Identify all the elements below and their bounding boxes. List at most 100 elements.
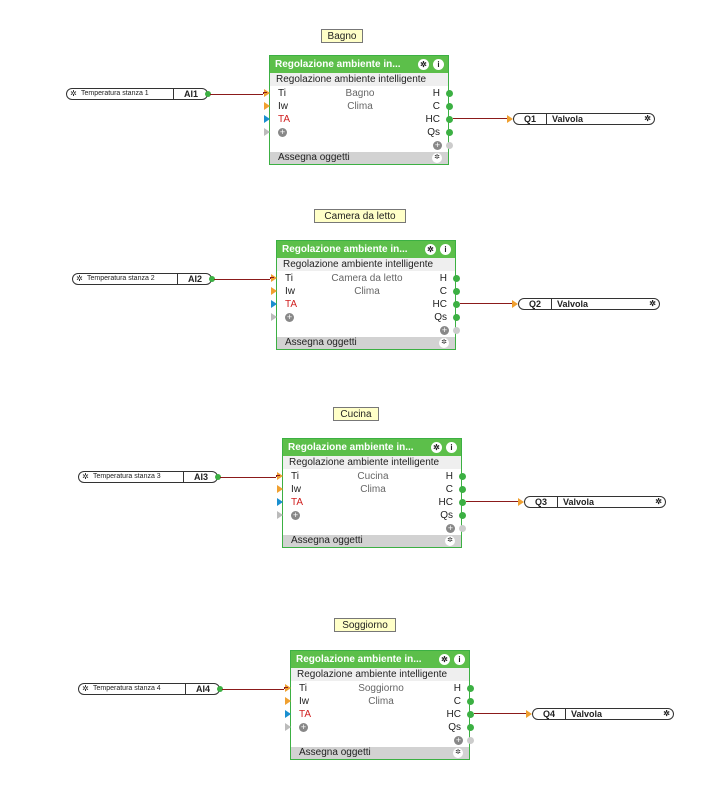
gear-icon[interactable]: ✲	[82, 684, 89, 693]
input-pin[interactable]	[271, 274, 277, 282]
block-title[interactable]: Regolazione ambiente in...✲i	[291, 651, 469, 668]
output-pin[interactable]	[467, 711, 474, 718]
gear-icon[interactable]: ✲	[644, 114, 651, 123]
input-pin[interactable]	[277, 472, 283, 480]
output-pin[interactable]	[467, 737, 474, 744]
input-pin[interactable]	[271, 287, 277, 295]
plus-icon[interactable]: +	[454, 735, 463, 745]
output-pin[interactable]	[459, 512, 466, 519]
room-label[interactable]: Camera da letto	[314, 209, 406, 223]
output-pin[interactable]	[453, 275, 460, 282]
output-pin[interactable]	[215, 474, 221, 480]
plus-icon[interactable]: +	[278, 127, 287, 137]
plus-icon[interactable]: +	[446, 523, 455, 533]
input-pin[interactable]	[518, 498, 524, 506]
plus-icon[interactable]: +	[291, 510, 300, 520]
block-title[interactable]: Regolazione ambiente in...✲i	[277, 241, 455, 258]
output-pin[interactable]	[205, 91, 211, 97]
output-pin[interactable]	[453, 327, 460, 334]
input-pin[interactable]	[264, 115, 270, 123]
input-pin[interactable]	[264, 128, 270, 136]
info-icon[interactable]: i	[440, 244, 451, 255]
input-pin[interactable]	[277, 485, 283, 493]
room-label[interactable]: Cucina	[333, 407, 379, 421]
info-icon[interactable]: i	[446, 442, 457, 453]
plus-icon[interactable]: +	[285, 312, 294, 322]
input-pin[interactable]	[507, 115, 513, 123]
input-pin[interactable]	[271, 300, 277, 308]
block-title[interactable]: Regolazione ambiente in...✲i	[270, 56, 448, 73]
room-name: Bagno	[345, 88, 375, 99]
gear-icon[interactable]: ✲	[82, 472, 89, 481]
assign-objects-bar[interactable]: Assegna oggetti✲	[291, 747, 469, 759]
gear-icon[interactable]: ✲	[655, 497, 662, 506]
output-pin[interactable]	[453, 288, 460, 295]
plus-icon[interactable]: +	[433, 140, 442, 150]
plus-icon[interactable]: +	[299, 722, 308, 732]
room-label[interactable]: Bagno	[321, 29, 363, 43]
input-pin[interactable]	[512, 300, 518, 308]
output-pin[interactable]	[446, 103, 453, 110]
gear-icon[interactable]: ✲	[418, 59, 429, 70]
gear-icon[interactable]: ✲	[445, 536, 455, 546]
output-pin[interactable]	[459, 473, 466, 480]
input-pin[interactable]	[285, 697, 291, 705]
input-pin[interactable]	[271, 313, 277, 321]
gear-icon[interactable]: ✲	[425, 244, 436, 255]
gear-icon[interactable]: ✲	[663, 709, 670, 718]
output-pin[interactable]	[446, 129, 453, 136]
input-pin[interactable]	[285, 684, 291, 692]
info-icon[interactable]: i	[433, 59, 444, 70]
gear-icon[interactable]: ✲	[431, 442, 442, 453]
gear-icon[interactable]: ✲	[439, 338, 449, 348]
gear-icon[interactable]: ✲	[439, 654, 450, 665]
input-pin[interactable]	[526, 710, 532, 718]
assign-objects-bar[interactable]: Assegna oggetti✲	[283, 535, 461, 547]
output-pin[interactable]	[453, 301, 460, 308]
assign-objects-bar[interactable]: Assegna oggetti✲	[270, 152, 448, 164]
input-pin[interactable]	[277, 511, 283, 519]
output-pin[interactable]	[446, 116, 453, 123]
input-pin[interactable]	[285, 710, 291, 718]
info-icon[interactable]: i	[454, 654, 465, 665]
gear-icon[interactable]: ✲	[432, 153, 442, 163]
output-pin[interactable]	[467, 698, 474, 705]
input-pin[interactable]	[277, 498, 283, 506]
sensor-name: Temperatura stanza 3	[93, 473, 161, 480]
output-pin[interactable]	[209, 276, 215, 282]
output-pin[interactable]	[217, 686, 223, 692]
input-pin[interactable]	[264, 89, 270, 97]
output-pin[interactable]	[446, 142, 453, 149]
output-pin[interactable]	[459, 486, 466, 493]
input-pin[interactable]	[264, 102, 270, 110]
output-pin[interactable]	[467, 724, 474, 731]
gear-icon[interactable]: ✲	[453, 748, 463, 758]
gear-icon[interactable]: ✲	[649, 299, 656, 308]
output-pin[interactable]	[459, 499, 466, 506]
output-pin[interactable]	[459, 525, 466, 532]
output-pin[interactable]	[446, 90, 453, 97]
assign-objects-bar[interactable]: Assegna oggetti✲	[277, 337, 455, 349]
gear-icon[interactable]: ✲	[70, 89, 77, 98]
input-iw: Iw	[291, 484, 301, 495]
block-title[interactable]: Regolazione ambiente in...✲i	[283, 439, 461, 456]
output-pin[interactable]	[453, 314, 460, 321]
output-pin[interactable]	[467, 685, 474, 692]
room-label[interactable]: Soggiorno	[334, 618, 396, 632]
gear-icon[interactable]: ✲	[76, 274, 83, 283]
plus-icon[interactable]: +	[440, 325, 449, 335]
output-c: C	[453, 696, 461, 707]
input-pin[interactable]	[285, 723, 291, 731]
